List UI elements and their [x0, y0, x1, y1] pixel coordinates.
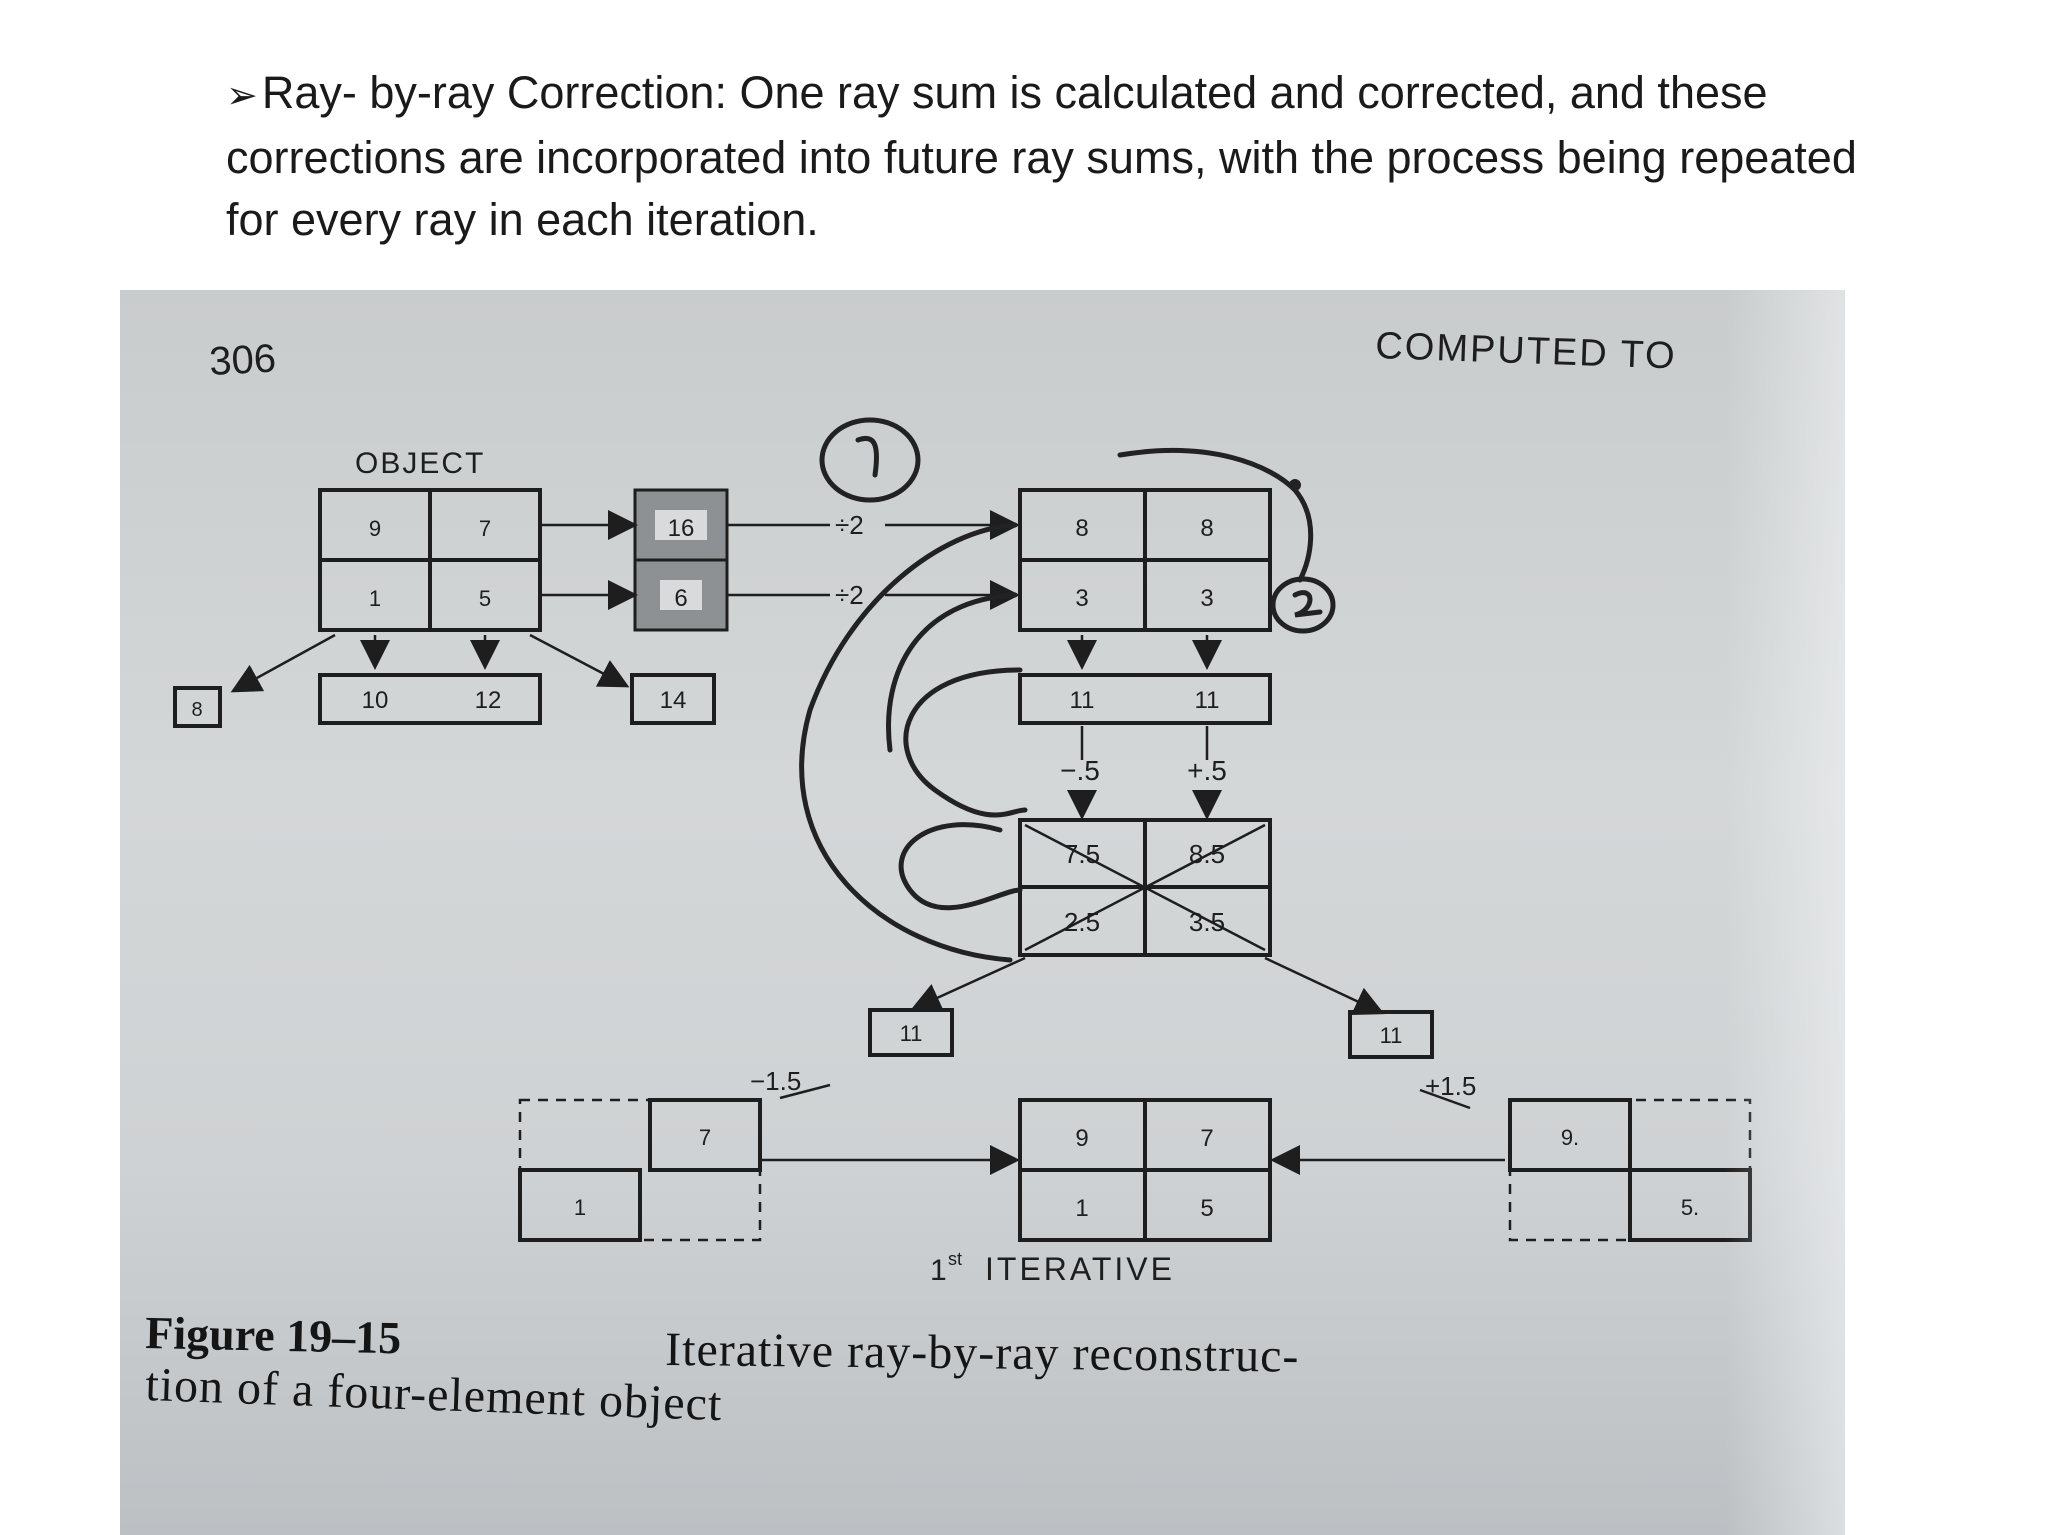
step1-cell: 8	[1200, 515, 1213, 542]
final-cell: 1	[1075, 1195, 1088, 1222]
step2-cell: 3.5	[1189, 907, 1225, 937]
ink-dot	[1289, 479, 1301, 491]
column-sum: 10	[362, 687, 389, 714]
step1-cell: 3	[1075, 585, 1088, 612]
caption-line-1: Iterative ray-by-ray reconstruc-	[665, 1323, 1300, 1383]
figure-diagram: 306 COMPUTED TO OBJECT 9 7 1 5 16 6 ÷2 ÷…	[145, 325, 1752, 1431]
handwritten-mark-2-stroke	[1292, 590, 1323, 618]
diag-correction: +1.5	[1425, 1071, 1476, 1101]
column-sums-box: 10 12	[318, 673, 542, 725]
left-partial-cell: 7	[699, 1125, 711, 1150]
bullet-body: Ray- by-ray Correction: One ray sum is c…	[226, 67, 1857, 245]
page-number: 306	[208, 337, 277, 384]
iteration-superscript: st	[948, 1249, 962, 1269]
handwritten-arrow	[898, 822, 1023, 911]
step1-column-sum: 11	[1070, 687, 1095, 714]
object-cell: 9	[369, 516, 381, 541]
step1-cell: 3	[1200, 585, 1213, 612]
object-label: OBJECT	[355, 447, 485, 480]
running-head: COMPUTED TO	[1375, 325, 1678, 377]
diag-sum-computed: 11	[900, 1021, 923, 1046]
iteration-number: 1	[930, 1254, 947, 1287]
handwritten-circle-1	[819, 417, 921, 503]
row-sums-box: 16 6	[633, 488, 729, 632]
step1-column-sum: 11	[1195, 687, 1220, 714]
row-sum: 6	[674, 585, 687, 612]
right-partial-cell: 9.	[1561, 1125, 1579, 1150]
handwritten-annotations	[799, 417, 1336, 963]
diag-sum-right-box: 11	[1348, 1010, 1434, 1059]
step2-cell: 2.5	[1064, 907, 1100, 937]
step1-column-sums-box: 11 11	[1018, 673, 1272, 725]
step1-cell: 8	[1075, 515, 1088, 542]
left-partial-cell: 1	[574, 1195, 586, 1220]
final-grid: 9 7 1 5	[1018, 1098, 1272, 1242]
diag-left-sum: 8	[191, 699, 202, 721]
right-partial-cell: 5.	[1681, 1195, 1699, 1220]
handwritten-arrow	[799, 522, 1018, 963]
step2-grid: 7.5 8.5 2.5 3.5	[1018, 818, 1272, 957]
final-cell: 5	[1200, 1195, 1213, 1222]
column-correction: +.5	[1187, 755, 1227, 786]
object-cell: 1	[369, 586, 381, 611]
handwritten-arrow	[903, 667, 1028, 818]
column-correction: −.5	[1060, 755, 1100, 786]
bullet-text: ➢Ray- by-ray Correction: One ray sum is …	[226, 62, 1866, 251]
figure-label: Figure 19–15	[145, 1307, 402, 1363]
iteration-label: ITERATIVE	[985, 1251, 1175, 1287]
left-partial-grid: 7 1	[518, 1098, 762, 1242]
diag-sum-left-box: 11	[868, 1008, 954, 1057]
diag-right-sum: 14	[660, 687, 687, 714]
step1-grid: 8 8 3 3	[1018, 488, 1272, 632]
object-grid: 9 7 1 5	[318, 488, 542, 632]
diag-correction: −1.5	[750, 1066, 801, 1096]
final-cell: 7	[1200, 1125, 1213, 1152]
final-cell: 9	[1075, 1125, 1088, 1152]
diag-right-sum-box: 14	[630, 673, 716, 725]
book-page-photo: 306 COMPUTED TO OBJECT 9 7 1 5 16 6 ÷2 ÷…	[120, 290, 1845, 1535]
object-cell: 5	[479, 586, 491, 611]
row-divisor: ÷2	[835, 510, 864, 540]
handwritten-circle-2	[1270, 576, 1336, 634]
arrow-bullet-icon: ➢	[226, 75, 258, 117]
row-sum: 16	[668, 515, 695, 542]
caption-line-2: tion of a four-element object	[145, 1358, 724, 1431]
column-sum: 12	[475, 687, 502, 714]
right-partial-grid: 9. 5.	[1508, 1098, 1752, 1242]
handwritten-mark-1-stroke	[855, 435, 879, 478]
row-divisor: ÷2	[835, 580, 864, 610]
diag-sum-computed: 11	[1380, 1023, 1403, 1048]
object-cell: 7	[479, 516, 491, 541]
diag-left-sum-box: 8	[173, 686, 222, 728]
handwritten-arrow	[886, 592, 1018, 753]
